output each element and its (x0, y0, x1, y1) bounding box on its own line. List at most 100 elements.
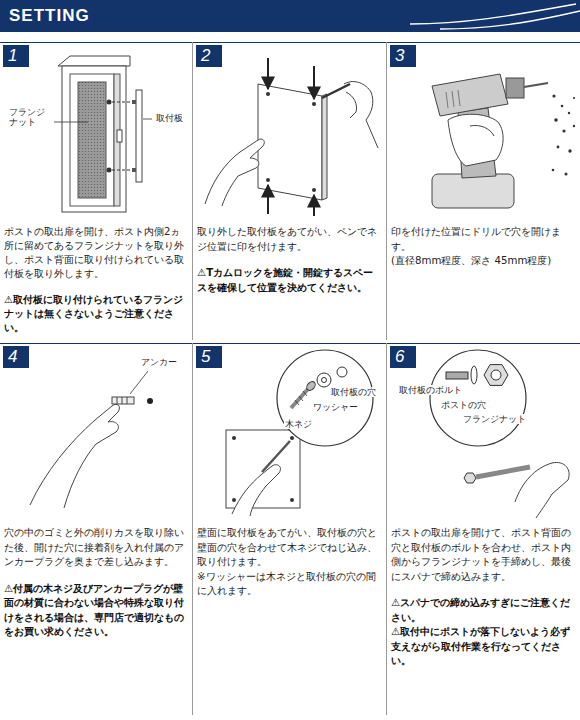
marking-illustration-part (205, 139, 264, 206)
drill-illustration-part (524, 83, 548, 87)
part-label: フランジナット (462, 414, 527, 424)
panel-rule (387, 343, 580, 344)
drill-illustration-part (557, 146, 560, 149)
plate-screw-illustration-part (290, 498, 294, 502)
anchor-illustration-part (127, 397, 128, 404)
step-text-area: ポストの取出扉を開け、ポスト内側2ヵ所に留めてあるフランジナットを取り外し、ポス… (4, 225, 186, 335)
step-number-badge: 3 (390, 45, 416, 67)
nut-illustration-part (464, 473, 476, 483)
anchor-illustration-part (30, 404, 119, 508)
post-illustration-part (112, 102, 132, 103)
step-text: 印を付けた位置にドリルで穴を開けます。 (391, 225, 573, 254)
marking-illustration-part (312, 102, 316, 106)
page-title: SETTING (9, 6, 90, 26)
step-text-area: 取り外した取付板をあてがい、ペンでネジ位置に印を付けます。⚠Tカムロックを施錠・… (197, 225, 380, 295)
step-text-area: 印を付けた位置にドリルで穴を開けます。(直径8mm程度、深さ 45mm程度) (391, 225, 573, 269)
step-number-badge: 2 (196, 45, 222, 67)
nut-illustration-part (484, 365, 508, 386)
drill-illustration-part (446, 92, 448, 108)
anchor-illustration-part (122, 397, 123, 404)
part-label: ワッシャー (312, 402, 359, 412)
step-number: 6 (395, 346, 411, 368)
drill-illustration (432, 74, 575, 208)
plate-screw-illustration (226, 350, 373, 516)
anchor-illustration-part (147, 398, 153, 404)
step-number: 2 (201, 45, 217, 67)
part-label: 取付板 (155, 113, 184, 123)
post-illustration-part (107, 168, 112, 173)
anchor-illustration-part (112, 397, 134, 404)
marking-illustration (205, 58, 378, 216)
step-number-badge: 4 (3, 346, 29, 368)
drill-illustration-part (561, 105, 564, 108)
post-illustration-part (136, 90, 142, 182)
step-number: 3 (395, 45, 411, 67)
drill-illustration-part (552, 169, 555, 172)
anchor-illustration-part (130, 371, 148, 394)
post-illustration-part (112, 170, 132, 171)
step-panel: ポストの取出扉を開け、ポスト内側2ヵ所に留めてあるフランジナットを取り外し、ポス… (0, 42, 193, 340)
marking-illustration-part (346, 92, 357, 118)
part-label: アンカー (140, 357, 178, 367)
nut-illustration-part (491, 370, 501, 380)
step-text: 取り外した取付板をあてがい、ペンでネジ位置に印を付けます。 (197, 225, 380, 254)
header-band: SETTING (0, 0, 580, 32)
plate-screw-illustration-part (317, 373, 331, 387)
warning-text: ⚠取付中にポストが落下しないよう必ず支えながら取付作業を行なってください。 (391, 625, 573, 669)
step-number-badge: 6 (390, 346, 416, 368)
drill-illustration-part (458, 90, 460, 106)
drill-illustration-part (432, 174, 514, 208)
post-illustration-part (50, 122, 88, 123)
plate-screw-illustration-part (305, 380, 317, 392)
plate-screw-illustration-part (290, 436, 294, 440)
post-illustration-part (62, 66, 126, 212)
post-illustration-part (143, 119, 152, 120)
marking-illustration-part (322, 84, 350, 98)
plate-screw-illustration-part (232, 498, 236, 502)
marking-illustration-part (267, 58, 269, 89)
warning-text: ⚠取付板に取り付けられているフランジナットは無くさないようご注意ください。 (4, 293, 186, 335)
drill-illustration-part (573, 97, 575, 99)
drill-illustration-part (562, 129, 565, 132)
step-text: ※ワッシャーは木ネジと取付板の穴の間に入れます。 (197, 570, 380, 599)
step-panel: 穴の中のゴミと外の削りカスを取り除いた後、開けた穴に接着剤を入れ付属のアンカープ… (0, 343, 193, 715)
step-number: 4 (8, 346, 24, 368)
part-label: フランジ ナット (8, 107, 54, 127)
step-number: 5 (201, 346, 217, 368)
drill-illustration-part (506, 78, 524, 98)
nut-illustration-part (515, 462, 569, 518)
post-illustration (50, 56, 152, 212)
plate-screw-illustration-part (232, 465, 280, 516)
part-label: ポストの穴 (440, 400, 487, 410)
warning-text: ⚠付属の木ネジ及びアンカープラグが壁面の材質に合わない場合や特殊な取り付けをされ… (4, 582, 186, 640)
drill-illustration-part (573, 125, 575, 127)
anchor-illustration (30, 371, 153, 508)
marking-illustration-part (344, 82, 378, 148)
post-illustration-part (107, 100, 112, 105)
plate-screw-illustration-part (337, 367, 347, 377)
drill-illustration-part (568, 112, 570, 114)
swoosh-line (440, 11, 580, 29)
step-text: ポストの取出扉を開け、ポスト内側2ヵ所に留めてあるフランジナットを取り外し、ポス… (4, 225, 186, 281)
part-label: 取付板の穴 (330, 387, 377, 397)
plate-screw-illustration-part (322, 378, 327, 383)
marking-illustration-part (313, 195, 315, 216)
post-illustration-part (70, 74, 114, 206)
post-illustration-part (78, 82, 106, 198)
plate-screw-illustration-part (303, 391, 307, 396)
step-panel: 取り外した取付板をあてがい、ペンでネジ位置に印を付けます。⚠Tカムロックを施錠・… (193, 42, 387, 340)
step-text-area: ポストの取出扉を開けて、ポスト背面の穴と取付板のボルトを合わせ、ポスト内側からフ… (391, 526, 573, 669)
plate-screw-illustration-part (299, 396, 303, 401)
plate-screw-illustration-part (226, 430, 300, 508)
panel-rule (0, 343, 192, 344)
panel-rule (193, 42, 386, 43)
step-text: 穴の中のゴミと外の削りカスを取り除いた後、開けた穴に接着剤を入れ付属のアンカープ… (4, 526, 186, 570)
panel-rule (387, 42, 580, 43)
part-label: 木ネジ (284, 419, 313, 429)
panel-rule (0, 42, 192, 43)
step-panel: 壁面に取付板をあてがい、取付板の穴と壁面の穴を合わせて木ネジでねじ込み、取り付け… (193, 343, 387, 715)
nut-illustration (430, 350, 569, 518)
drill-illustration-part (568, 149, 571, 152)
step-number-badge: 5 (196, 346, 222, 368)
panel-rule (193, 343, 386, 344)
